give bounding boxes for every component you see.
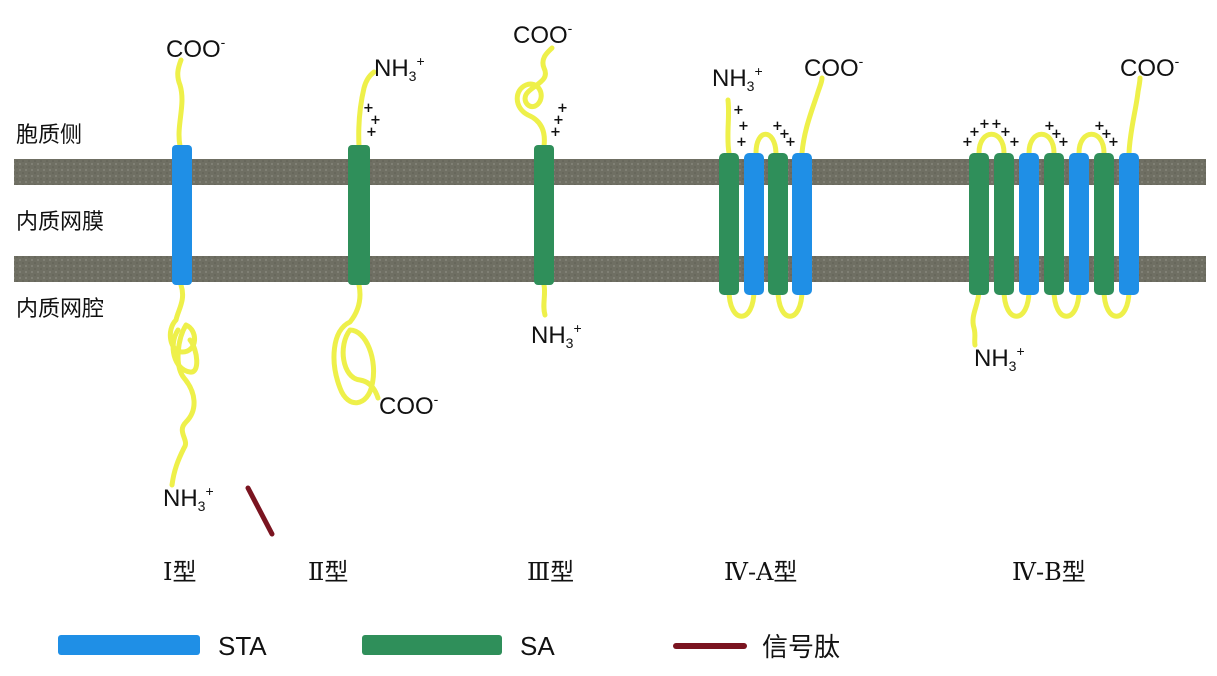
legend-label-sa: SA (520, 631, 555, 661)
charge-plus: + (1009, 135, 1020, 150)
type-3-protein: COO- NH3+ + + + (513, 20, 582, 351)
type-4a-cyto-loop-1 (753, 131, 779, 156)
type-4b-cyto-loop-1 (976, 131, 1007, 156)
charge-plus: + (550, 125, 561, 140)
type-2-luminal-domain (331, 282, 381, 406)
charge-plus: + (1051, 127, 1062, 142)
charge-plus: + (1101, 127, 1112, 142)
type-label-3: Ⅲ型 (527, 558, 574, 586)
charge-plus: + (366, 125, 377, 140)
cleaved-signal-peptide (245, 485, 275, 537)
type-1-cytosolic-tail (175, 57, 185, 149)
type-4b-c-tail (1126, 75, 1143, 156)
type-4b-sta-segment (1019, 153, 1039, 295)
type-4a-protein: NH3+ COO- + + + + + + (712, 53, 864, 319)
type-4b-cyto-loop-3 (1076, 131, 1107, 156)
type-4b-cyto-loop-2 (1026, 131, 1057, 156)
charge-plus: + (557, 101, 568, 116)
type-3-c-terminus: COO- (513, 20, 573, 49)
type-4b-sta-segment (1119, 153, 1139, 295)
type-1-n-terminus: NH3+ (163, 483, 214, 514)
type-4b-sa-segment (1044, 153, 1064, 295)
type-4a-sta-segment (744, 153, 764, 295)
charge-plus: + (363, 101, 374, 116)
type-2-n-terminus: NH3+ (374, 53, 425, 84)
charge-plus: + (785, 135, 796, 150)
type-2-protein: NH3+ COO- + + + (331, 53, 439, 420)
type-1-c-terminus: COO- (166, 34, 226, 63)
type-4b-n-terminus: NH3+ (974, 343, 1025, 374)
legend: STA SA 信号肽 (58, 631, 840, 662)
type-label-4b: Ⅳ-B型 (1012, 558, 1086, 586)
region-label-er-lumen: 内质网腔 (16, 297, 104, 322)
charge-plus: + (979, 117, 990, 132)
type-2-positive-charges: + + + (363, 101, 381, 140)
type-3-n-terminus: NH3+ (531, 320, 582, 351)
type-4a-n-tail (725, 97, 732, 156)
type-4a-sta-segment (792, 153, 812, 295)
charge-plus: + (738, 119, 749, 134)
type-4b-n-tail (970, 287, 982, 348)
charge-plus: + (736, 135, 747, 150)
type-3-sa-segment (534, 145, 554, 285)
charge-plus: + (772, 119, 783, 134)
charge-plus: + (1058, 135, 1069, 150)
type-4a-sa-segment (719, 153, 739, 295)
type-4b-lumen-loop-1 (1001, 287, 1032, 319)
type-4b-c-terminus: COO- (1120, 53, 1180, 82)
type-4b-sta-segment (1069, 153, 1089, 295)
type-1-sta-segment (172, 145, 192, 285)
type-label-4a: Ⅳ-A型 (724, 558, 797, 586)
charge-plus: + (1044, 119, 1055, 134)
charge-plus: + (553, 113, 564, 128)
legend-swatch-sta (58, 635, 200, 655)
type-4a-positive-charges: + + + + + + (733, 103, 796, 150)
type-4a-n-terminus: NH3+ (712, 63, 763, 94)
region-label-cytoplasm: 胞质侧 (16, 123, 82, 148)
type-label-1: Ⅰ型 (163, 558, 196, 586)
type-4a-lumen-loop-1 (726, 287, 757, 319)
charge-plus: + (969, 125, 980, 140)
charge-plus: + (991, 117, 1002, 132)
charge-plus: + (1000, 125, 1011, 140)
type-4b-sa-segment (1094, 153, 1114, 295)
type-3-luminal-tail (541, 282, 548, 318)
region-label-er-membrane: 内质网膜 (16, 210, 104, 235)
type-4b-lumen-loop-3 (1101, 287, 1132, 319)
type-4b-lumen-loop-2 (1051, 287, 1082, 319)
type-1-luminal-loop (170, 327, 200, 375)
type-4b-positive-charges: + + + + + + + + + + + + (962, 117, 1119, 150)
type-2-cytosolic-tail (356, 69, 377, 149)
type-2-c-terminus: COO- (379, 391, 439, 420)
legend-swatch-sa (362, 635, 502, 655)
type-4a-c-tail (799, 75, 825, 156)
type-1-protein: COO- NH3+ (163, 34, 275, 537)
type-3-positive-charges: + + + (550, 101, 568, 140)
charge-plus: + (1094, 119, 1105, 134)
charge-plus: + (962, 135, 973, 150)
charge-plus: + (779, 127, 790, 142)
legend-label-sta: STA (218, 631, 267, 661)
type-4a-c-terminus: COO- (804, 53, 864, 82)
legend-label-signal-peptide: 信号肽 (762, 632, 840, 662)
type-4a-lumen-loop-2 (775, 287, 805, 319)
type-4b-protein: NH3+ COO- + + + + + + + + + + + + (962, 53, 1180, 374)
type-4b-sa-segment (969, 153, 989, 295)
charge-plus: + (733, 103, 744, 118)
type-4b-sa-segment (994, 153, 1014, 295)
type-2-sa-segment (348, 145, 370, 285)
charge-plus: + (1108, 135, 1119, 150)
type-4a-sa-segment (768, 153, 788, 295)
type-1-luminal-domain (167, 282, 197, 488)
charge-plus: + (370, 113, 381, 128)
type-3-cytosolic-domain (514, 45, 555, 149)
type-label-2: Ⅱ型 (308, 558, 348, 586)
